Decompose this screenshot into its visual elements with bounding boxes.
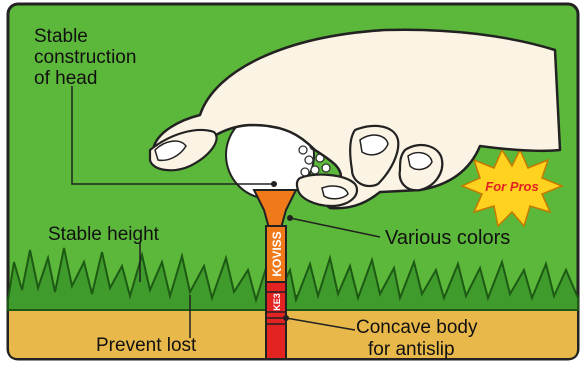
label-concave-line2: for antislip bbox=[368, 339, 455, 360]
label-stable-head-line2: construction bbox=[34, 47, 136, 68]
label-stable-height: Stable height bbox=[48, 224, 160, 245]
label-concave-line1: Concave body bbox=[356, 317, 478, 338]
tee-brand-label: KOVISS bbox=[270, 231, 284, 276]
label-stable-head-line3: of head bbox=[34, 68, 97, 89]
fingernail bbox=[408, 153, 432, 170]
label-stable-head-line1: Stable bbox=[34, 26, 88, 47]
for-pros-badge-text: For Pros bbox=[485, 179, 538, 194]
label-various-colors: Various colors bbox=[385, 227, 510, 249]
fingernail bbox=[322, 186, 348, 199]
tee-marking-label: KE3 bbox=[272, 293, 282, 311]
label-prevent-lost: Prevent lost bbox=[96, 335, 197, 356]
